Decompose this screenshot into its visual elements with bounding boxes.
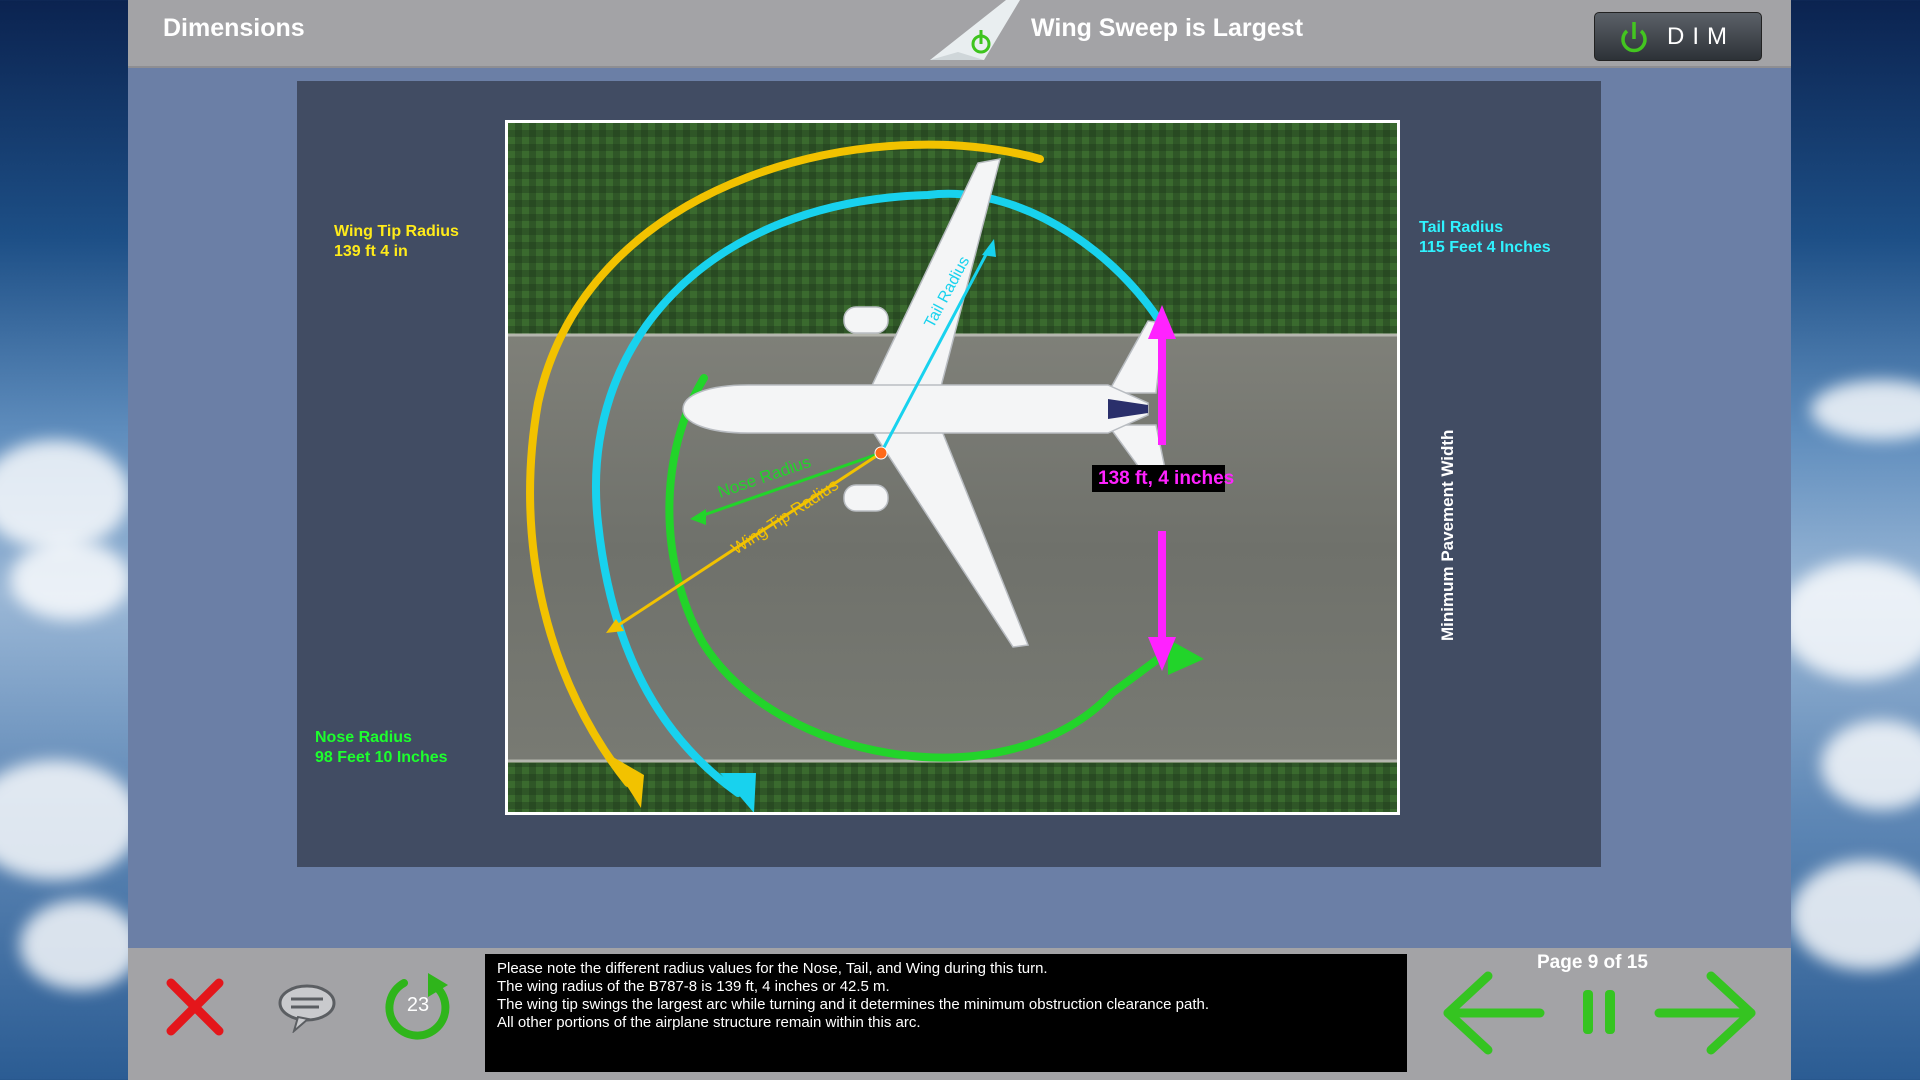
tail-radius-value: 115 Feet 4 Inches [1419,239,1551,256]
turn-radius-diagram: Tail Radius Nose Radius Wing Tip Radius … [505,120,1400,815]
replay-count: 23 [406,994,430,1016]
tail-radius-title: Tail Radius [1419,219,1504,236]
page-indicator: Page 9 of 15 [1537,952,1648,973]
wing-tip-radius-title: Wing Tip Radius [334,223,459,240]
caption-line: All other portions of the airplane struc… [497,1014,921,1031]
wing-tip-radius-arrow [613,451,882,630]
page-heading: Wing Sweep is Largest [1031,14,1304,42]
power-icon [1621,22,1647,53]
caption-line: Please note the different radius values … [497,960,1048,977]
forward-arrow-icon[interactable] [1653,968,1763,1058]
tail-radius-arrow [879,246,992,454]
back-arrow-icon[interactable] [1436,968,1546,1058]
pavement-width-value-box [1092,465,1225,492]
turn-center-point [874,446,888,460]
tail-radius-arrowhead [982,239,996,257]
training-window: Dimensions Wing Sweep is Largest DIM Win… [128,0,1791,1080]
nose-radius-value: 98 Feet 10 Inches [315,749,448,766]
nose-arc-arrowhead [1168,639,1204,675]
wing-tip-arc-arrowhead [606,753,644,808]
caption-line: The wing tip swings the largest arc whil… [497,996,1210,1013]
nose-radius-arrowhead [690,509,706,525]
wing-tip-arc [526,140,1044,787]
background-clouds-left [0,0,140,1080]
caption-icon[interactable] [276,981,338,1033]
airplane-right-engine [843,484,889,512]
module-title: Dimensions [163,14,305,42]
pavement-width-value: 138 ft, 4 inches [1098,468,1234,489]
content-panel: Wing Tip Radius 139 ft 4 in Tail Radius … [297,81,1601,867]
background-clouds-right [1781,0,1920,1080]
nose-radius-title: Nose Radius [315,729,412,746]
wing-tip-radius-arrowhead [606,619,624,633]
nose-radius-label: Nose Radius 98 Feet 10 Inches [315,728,448,768]
caption-line: The wing radius of the B787-8 is 139 ft,… [497,978,890,995]
airplane-fuselage [682,384,1149,434]
replay-icon [385,973,450,1040]
nose-arc [665,374,1162,762]
airplane [682,158,1169,648]
bottom-control-bar: 23 Please note the different radius valu… [128,948,1791,1080]
close-icon[interactable] [163,975,227,1039]
tail-arc [592,189,1172,797]
wing-tip-radius-label: Wing Tip Radius 139 ft 4 in [334,222,459,262]
replay-button[interactable]: 23 [382,971,454,1043]
dim-button-label: DIM [1667,23,1735,50]
grass-area-bottom [508,763,1397,812]
tail-radius-label: Tail Radius 115 Feet 4 Inches [1419,218,1551,258]
tail-logo-icon [930,0,1020,60]
dim-button[interactable]: DIM [1594,12,1762,61]
tail-arc-arrowhead [720,773,756,812]
header-bar: Dimensions Wing Sweep is Largest DIM [128,0,1791,68]
nose-radius-arrow [697,451,882,519]
narration-caption-box: Please note the different radius values … [485,954,1407,1072]
minimum-pavement-width-label: Minimum Pavement Width [1438,429,1457,641]
wing-tip-radius-value: 139 ft 4 in [334,243,408,260]
pause-icon[interactable] [1581,988,1617,1036]
airplane-left-engine [843,306,889,334]
